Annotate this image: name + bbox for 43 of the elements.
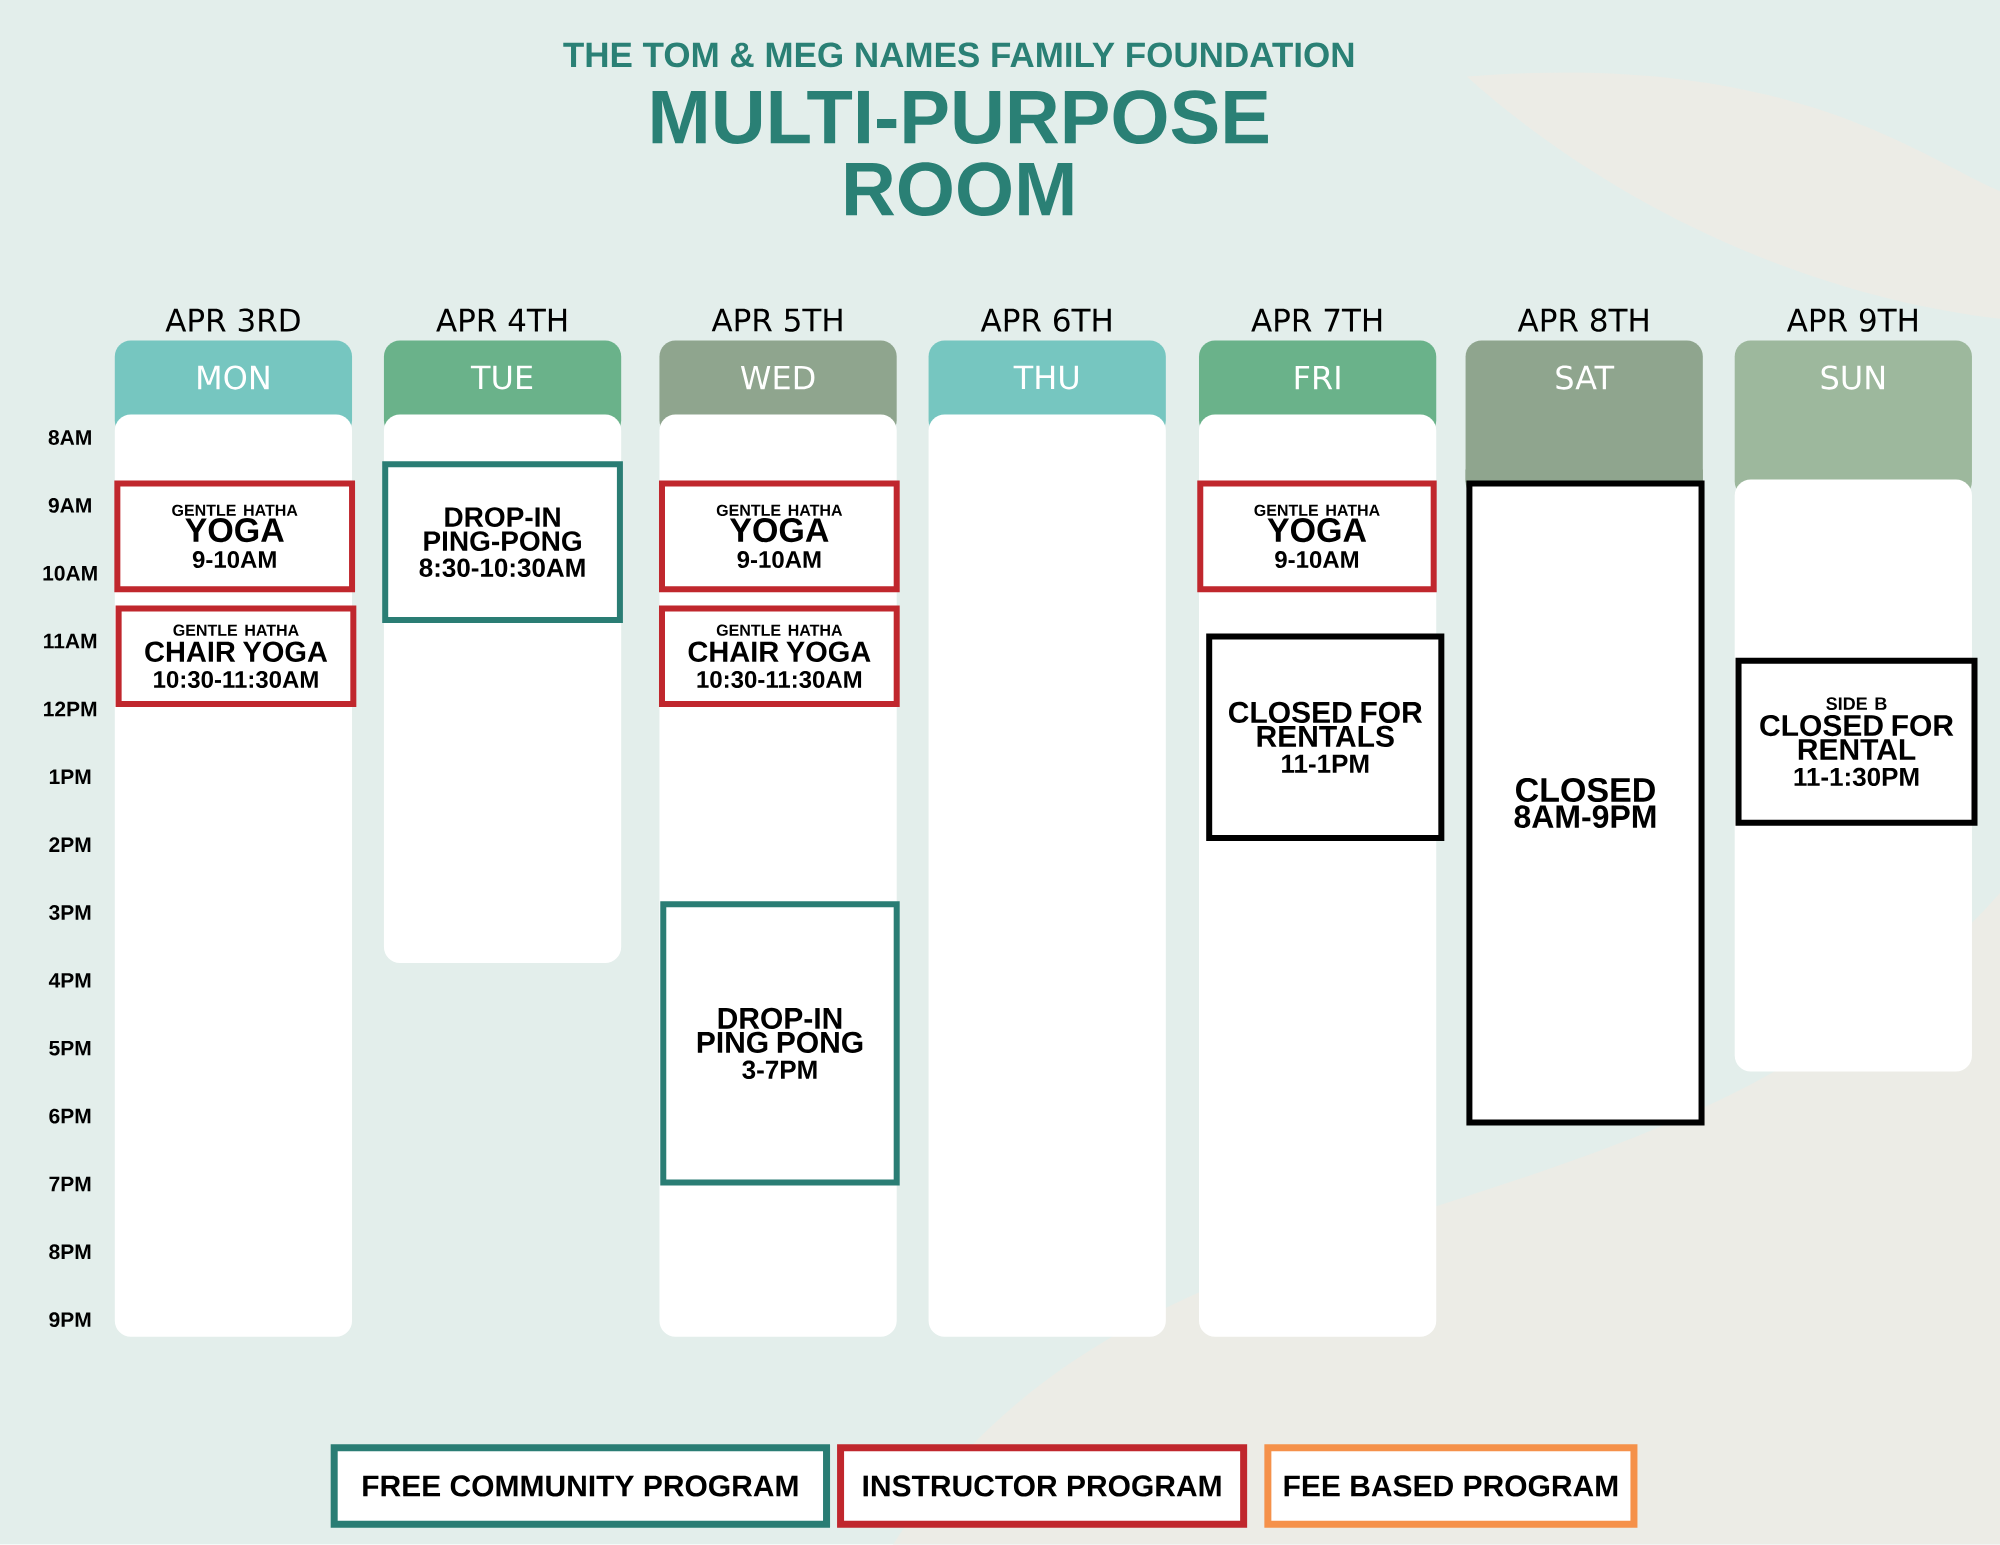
legend-item: FEE BASED PROGRAM	[1264, 1444, 1638, 1528]
time-label: 7PM	[49, 1176, 91, 1192]
date-label: APR 7TH	[1251, 309, 1382, 332]
node-label: MON	[198, 365, 269, 390]
event-box: GENTLE HATHA CHAIR YOGA 10:30-11:30AM	[659, 605, 900, 708]
event-box: CLOSED 8AM-9PM	[1466, 480, 1705, 1126]
node-label: TUE	[470, 365, 533, 390]
time-label: 2PM	[49, 837, 91, 853]
date-label: APR 9TH	[1786, 308, 1917, 333]
time-label: 5PM	[49, 1041, 91, 1056]
time-label: 3PM	[49, 905, 91, 921]
date-label: APR 4TH	[436, 309, 567, 332]
time-label: 4PM	[48, 973, 91, 988]
time-label: 9PM	[49, 1312, 91, 1328]
time-label: 12PM	[44, 701, 97, 717]
date-label: APR 6TH	[980, 308, 1111, 333]
node-label: THU	[1013, 365, 1078, 390]
date-label: APR 3RD	[165, 308, 300, 333]
time-label: 1PM	[49, 769, 91, 785]
time-label: 11AM	[44, 634, 97, 649]
event-box: SIDE B CLOSED FOR RENTAL 11-1:30PM	[1735, 657, 1978, 826]
event-box: CLOSED FOR RENTALS 11-1PM	[1206, 633, 1445, 842]
node-label: WED	[740, 366, 815, 390]
node-label: SUN	[1821, 365, 1885, 390]
time-label: 9AM	[48, 498, 91, 513]
date-label: APR 8TH	[1517, 308, 1648, 333]
event-box: DROP-IN PING PONG 3-7PM	[660, 901, 900, 1186]
time-label: 6PM	[49, 1108, 91, 1124]
event-box: GENTLE HATHA YOGA 9-10AM	[114, 480, 356, 593]
legend-item: FREE COMMUNITY PROGRAM	[330, 1444, 831, 1528]
time-label: 8AM	[48, 430, 91, 446]
day-column: THU	[928, 340, 1166, 1337]
date-label: APR 5TH	[711, 308, 842, 332]
title: MULTI-PURPOSE ROOM	[652, 90, 1268, 217]
event-box: GENTLE HATHA YOGA 9-10AM	[659, 480, 900, 593]
node-label: FRI	[1295, 366, 1340, 390]
event-box: GENTLE HATHA CHAIR YOGA 10:30-11:30AM	[115, 605, 357, 708]
time-label: 8PM	[49, 1244, 91, 1260]
time-label: 10AM	[43, 566, 97, 581]
event-box: GENTLE HATHA YOGA 9-10AM	[1197, 480, 1437, 593]
event-box: DROP-IN PING-PONG 8:30-10:30AM	[382, 461, 623, 624]
legend-item: INSTRUCTOR PROGRAM	[837, 1444, 1248, 1528]
subtitle: THE TOM & MEG NAMES FAMILY FOUNDATION	[563, 42, 1354, 68]
